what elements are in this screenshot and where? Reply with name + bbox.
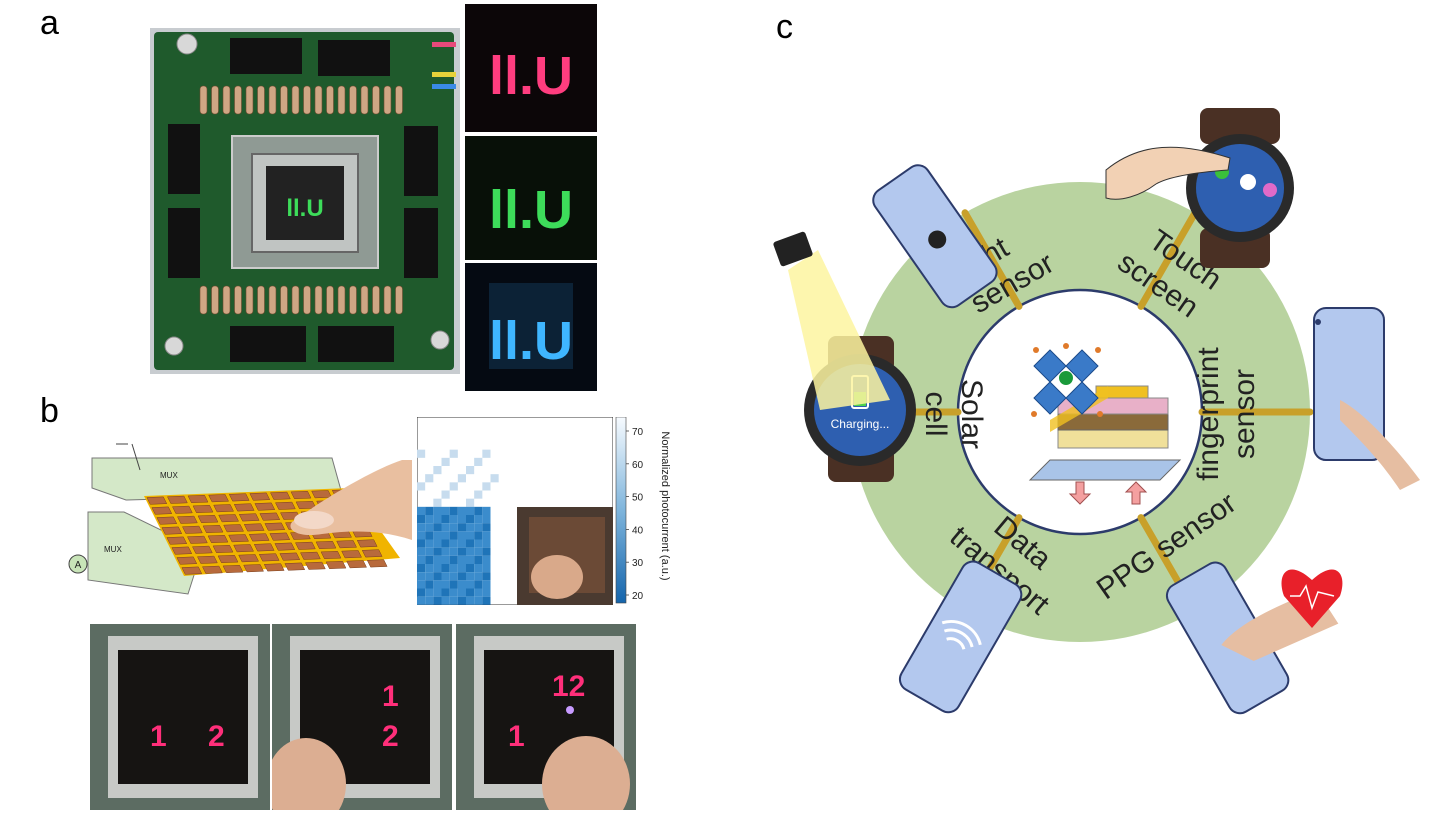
application-wheel: light sensor Touch screen Solar cell fin… — [773, 108, 1420, 715]
device-stack-illustration — [1028, 343, 1182, 505]
colorbar-tick: 30 — [632, 558, 644, 569]
panel-label-c: c — [776, 8, 793, 46]
panel-label-a: a — [40, 4, 59, 42]
segment-fingerprint-sensor: fingerprint sensor — [1192, 347, 1261, 481]
photo-sequence: 1 2 1 2 12 1 — [90, 624, 636, 810]
mux-label-top: MUX — [160, 471, 178, 480]
segment-solar-cell-line2: cell — [919, 391, 952, 436]
watch-touch — [1105, 108, 1294, 268]
flashlight-icon — [773, 231, 890, 410]
frame1-right-digit: 2 — [208, 720, 225, 753]
colorbar-label: Normalized photocurrent (a.u.) — [659, 431, 671, 581]
heart-icon — [1281, 569, 1343, 628]
mux-label-bottom: MUX — [104, 545, 122, 554]
colorbar-tick: 70 — [632, 427, 644, 438]
watch-charging-text: Charging... — [831, 417, 890, 431]
phone-light — [872, 164, 998, 309]
segment-fingerprint-sensor-line2: sensor — [1228, 369, 1261, 459]
ammeter-label: A — [75, 560, 82, 571]
segment-solar-cell: Solar cell — [919, 379, 988, 449]
segment-solar-cell-line1: Solar — [955, 379, 988, 449]
display-blue: ll.U — [465, 263, 597, 391]
colorbar-tick: 50 — [632, 493, 644, 504]
display-red: ll.U — [465, 4, 597, 132]
frame3-top-digits: 12 — [552, 670, 585, 703]
colorbar-tick: 60 — [632, 460, 644, 471]
frame1-left-digit: 1 — [150, 720, 167, 753]
colorbar-tick: 20 — [632, 591, 644, 602]
segment-fingerprint-sensor-line1: fingerprint — [1192, 347, 1225, 481]
colorbar-tick: 40 — [632, 525, 644, 536]
frame2-right-digit: 2 — [382, 720, 399, 753]
frame2-top-digit: 1 — [382, 680, 399, 713]
display-green-text: ll.U — [489, 180, 573, 240]
photocurrent-heatmap — [417, 417, 613, 605]
photo-frame-2: 1 2 — [272, 624, 452, 810]
phone-fingerprint — [1313, 307, 1420, 490]
display-green: ll.U — [465, 136, 597, 260]
panel-label-b: b — [40, 392, 59, 430]
sensor-array-schematic: MUX MUX A — [68, 443, 412, 595]
pcb-display-text: ll.U — [286, 195, 323, 222]
display-red-text: ll.U — [489, 46, 573, 106]
colorbar: 70 60 50 40 30 20 — [615, 417, 644, 604]
photo-frame-3: 12 1 — [456, 624, 636, 810]
display-blue-text: ll.U — [489, 311, 573, 371]
photo-frame-1: 1 2 — [90, 624, 270, 810]
pcb-photo: ll.U — [150, 28, 460, 374]
phone-data — [898, 560, 1023, 714]
frame3-left-digit: 1 — [508, 720, 525, 753]
